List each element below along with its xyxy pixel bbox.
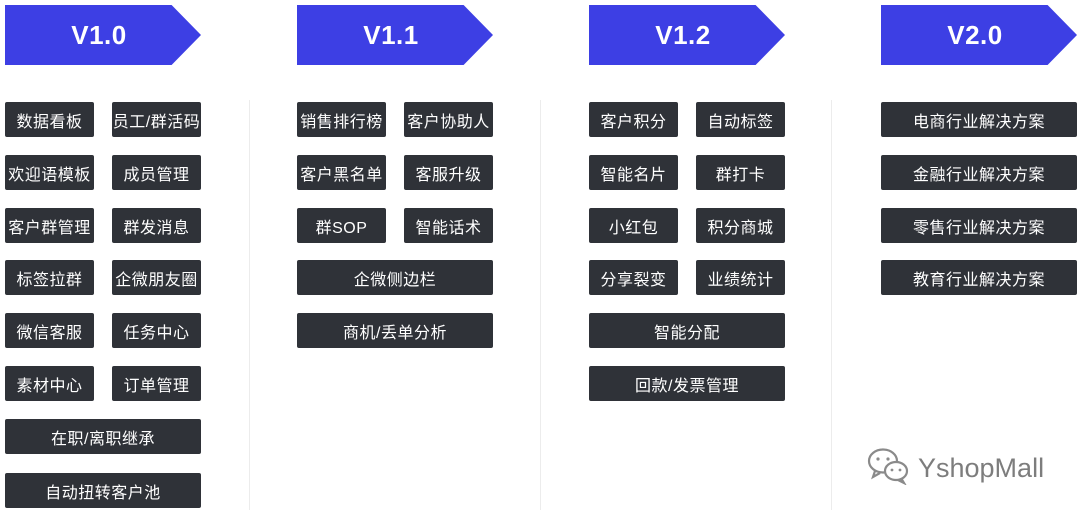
feature-box: 素材中心 [5,366,94,401]
feature-box: 企微朋友圈 [112,260,201,295]
feature-box: 销售排行榜 [297,102,386,137]
feature-box-wide: 零售行业解决方案 [881,208,1077,243]
feature-box-wide: 自动扭转客户池 [5,473,201,508]
feature-box: 群打卡 [696,155,785,190]
feature-box-wide: 教育行业解决方案 [881,260,1077,295]
feature-box: 订单管理 [112,366,201,401]
feature-box-wide: 在职/离职继承 [5,419,201,454]
feature-box-wide: 商机/丢单分析 [297,313,493,348]
feature-box: 智能话术 [404,208,493,243]
feature-box-wide: 金融行业解决方案 [881,155,1077,190]
feature-box: 分享裂变 [589,260,678,295]
version-header-v1-1: V1.1 [297,5,493,65]
column-divider [540,100,541,510]
feature-box: 智能名片 [589,155,678,190]
feature-box: 小红包 [589,208,678,243]
column-divider [831,100,832,510]
version-header-v1-0: V1.0 [5,5,201,65]
feature-box: 微信客服 [5,313,94,348]
feature-box: 群发消息 [112,208,201,243]
feature-box: 标签拉群 [5,260,94,295]
feature-box: 客户积分 [589,102,678,137]
version-header-v1-2: V1.2 [589,5,785,65]
feature-box-wide: 回款/发票管理 [589,366,785,401]
feature-box: 积分商城 [696,208,785,243]
feature-box-wide: 企微侧边栏 [297,260,493,295]
column-divider [249,100,250,510]
version-header-v2-0: V2.0 [881,5,1077,65]
feature-box: 客户群管理 [5,208,94,243]
feature-box: 数据看板 [5,102,94,137]
brand-watermark: YshopMall [866,446,1044,490]
feature-box: 任务中心 [112,313,201,348]
brand-name: YshopMall [918,452,1045,483]
feature-box: 客户黑名单 [297,155,386,190]
feature-box-wide: 电商行业解决方案 [881,102,1077,137]
feature-box: 业绩统计 [696,260,785,295]
feature-box: 欢迎语模板 [5,155,94,190]
wechat-icon [866,445,910,492]
feature-box: 客户协助人 [404,102,493,137]
feature-box: 群SOP [297,208,386,243]
feature-box: 成员管理 [112,155,201,190]
feature-box: 自动标签 [696,102,785,137]
feature-box: 员工/群活码 [112,102,201,137]
feature-box: 客服升级 [404,155,493,190]
feature-box-wide: 智能分配 [589,313,785,348]
